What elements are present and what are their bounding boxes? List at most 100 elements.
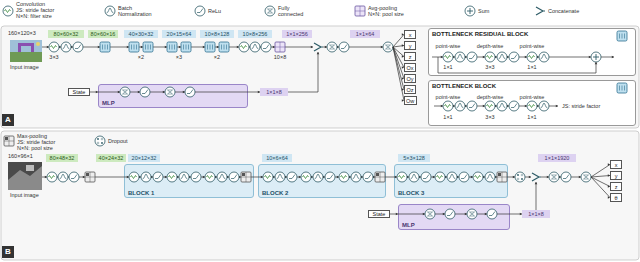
concat-icon xyxy=(532,173,541,181)
pool-grid xyxy=(355,6,365,16)
flow-line xyxy=(215,47,219,48)
node-text: θ xyxy=(614,195,617,201)
flow-line xyxy=(139,47,143,48)
relu-icon xyxy=(185,87,195,97)
batchnorm-icon xyxy=(447,172,457,182)
flow-line xyxy=(497,214,510,215)
relu-glyph xyxy=(423,175,429,179)
max-cell xyxy=(5,137,8,140)
conv-icon xyxy=(49,42,59,52)
node-text: Oz xyxy=(406,87,413,93)
annotation: Input image xyxy=(10,64,39,70)
block-icon xyxy=(129,42,139,52)
sum-icon xyxy=(465,6,475,16)
relu-glyph xyxy=(289,175,295,179)
bell-glyph xyxy=(499,103,506,108)
conv-icon xyxy=(47,172,57,182)
output-box: θ xyxy=(610,193,622,202)
fc-glyph xyxy=(330,45,335,49)
batchnorm-icon xyxy=(485,172,495,182)
unit-dot xyxy=(101,138,103,140)
annotation: ×2 xyxy=(214,54,220,60)
flow-line xyxy=(349,47,383,48)
bell-glyph xyxy=(63,44,70,49)
max-cell xyxy=(242,173,245,176)
legend-text: N×N: pool size xyxy=(368,11,404,17)
block-glyph xyxy=(620,34,625,39)
flow-line xyxy=(571,177,581,178)
batchnorm-icon xyxy=(539,52,549,62)
node-text: Oy xyxy=(406,76,413,82)
connector xyxy=(90,91,98,94)
output-box: Ow xyxy=(404,96,417,105)
legend-text: JS: stride factor xyxy=(16,7,54,13)
relu-glyph xyxy=(142,90,148,94)
flow-line xyxy=(507,177,515,178)
panel-a-frame xyxy=(1,26,639,128)
conv-glyph xyxy=(49,176,55,179)
annotation: depth-wise xyxy=(477,43,504,49)
node-text: y xyxy=(409,43,412,49)
flow-line xyxy=(435,214,445,215)
photo-shape xyxy=(8,166,42,190)
block-glyph xyxy=(222,45,227,50)
relu-icon xyxy=(140,87,150,97)
fc-icon xyxy=(425,209,435,219)
input-photo xyxy=(10,40,42,62)
connector xyxy=(390,213,398,216)
batchnorm-icon xyxy=(409,172,419,182)
arrow-head xyxy=(529,176,531,179)
relu-glyph xyxy=(231,175,237,179)
flow-line xyxy=(271,47,275,48)
shape-label: 1×1×256 xyxy=(282,30,312,38)
fc-icon xyxy=(383,42,393,52)
flow-line xyxy=(83,47,100,48)
dropout-icon xyxy=(95,136,105,146)
flow-line xyxy=(519,57,527,58)
annotation: JS: stride factor xyxy=(562,103,600,109)
shape-label: 10×8×128 xyxy=(200,30,234,38)
bell-glyph xyxy=(499,54,506,59)
relu-icon xyxy=(229,172,239,182)
batchnorm-icon xyxy=(539,101,549,111)
node-text: 1×1×8 xyxy=(528,211,544,217)
relu-icon xyxy=(339,42,349,52)
flow-line xyxy=(541,177,549,178)
shape-label: 10×6×64 xyxy=(262,154,292,162)
conv-icon xyxy=(339,172,349,182)
batchnorm-icon xyxy=(105,6,115,16)
panel-tag: A xyxy=(2,114,14,126)
conv-icon xyxy=(485,101,495,111)
flow-line xyxy=(432,57,443,58)
legend-text: N×N: filter size xyxy=(16,13,52,19)
bell-glyph xyxy=(219,174,226,179)
flow-line xyxy=(398,214,425,215)
conv-glyph xyxy=(207,176,213,179)
block-glyph xyxy=(184,45,189,50)
output-box: Oy xyxy=(404,74,416,83)
flow-line xyxy=(110,47,129,48)
relu-glyph xyxy=(71,175,77,179)
conv-glyph xyxy=(475,176,481,179)
output-box: State xyxy=(368,210,390,218)
bell-glyph xyxy=(143,174,150,179)
flow-line xyxy=(177,47,181,48)
photo-window xyxy=(26,165,34,171)
pool-grid xyxy=(85,172,95,182)
photo-light xyxy=(36,42,40,46)
node-text: 20×12×32 xyxy=(132,155,157,161)
node-text: MLP xyxy=(402,222,415,228)
annotation: 160×96×1 xyxy=(8,153,33,159)
sum-icon xyxy=(591,52,601,62)
annotation: point-wise xyxy=(436,94,461,100)
relu-glyph xyxy=(489,212,495,216)
legend-text: N×N: pool size xyxy=(17,145,53,151)
node-text: 1×1×64 xyxy=(356,31,375,37)
relu-icon xyxy=(191,172,201,182)
connector-line xyxy=(390,214,398,215)
relu-glyph xyxy=(511,55,517,59)
bell-glyph xyxy=(353,174,360,179)
flow-line xyxy=(477,106,485,107)
annotation: 1×1 xyxy=(443,114,452,120)
annotation: ×3 xyxy=(176,54,182,60)
